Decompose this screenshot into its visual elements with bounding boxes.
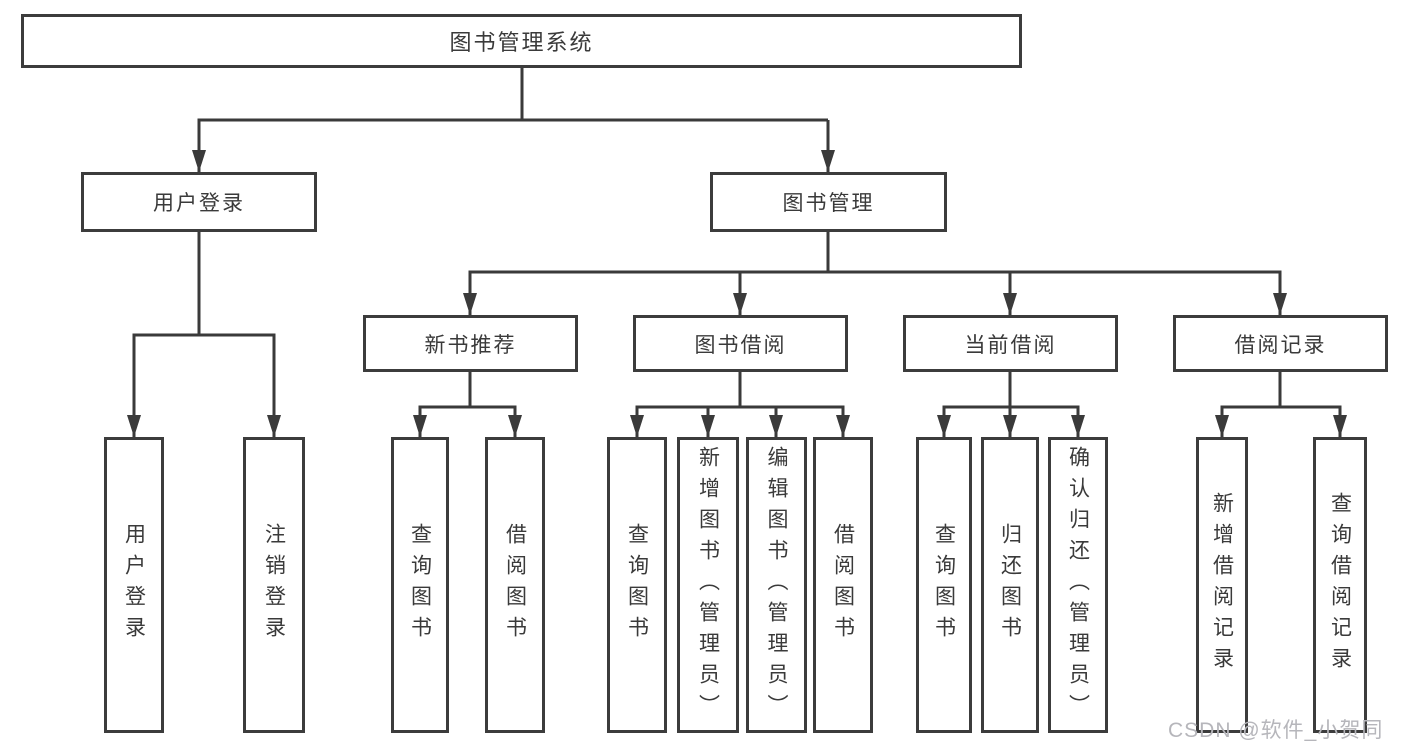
node-label: 图书借阅 bbox=[694, 333, 787, 357]
node-label: 用户登录 bbox=[153, 192, 245, 215]
leaf-borrow-books: 借阅图书 bbox=[813, 437, 873, 733]
leaf-label: 新增图书（管理员） bbox=[696, 445, 720, 725]
leaf-add-books-admin: 新增图书（管理员） bbox=[677, 437, 739, 733]
leaf-query-books-current: 查询图书 bbox=[916, 437, 972, 733]
leaf-edit-books-admin: 编辑图书（管理员） bbox=[746, 437, 807, 733]
node-user-login: 用户登录 bbox=[81, 172, 317, 232]
leaf-query-books-recommend: 查询图书 bbox=[391, 437, 449, 733]
leaf-label: 新增借阅记录 bbox=[1210, 492, 1234, 678]
leaf-label: 借阅图书 bbox=[503, 523, 527, 647]
node-label: 图书管理 bbox=[782, 192, 875, 215]
csdn-watermark: CSDN @软件_小贺同学 bbox=[1168, 719, 1384, 742]
leaf-label: 查询图书 bbox=[625, 523, 649, 647]
node-library-management-system: 图书管理系统 bbox=[21, 14, 1022, 68]
leaf-label: 编辑图书（管理员） bbox=[765, 445, 788, 725]
node-label: 图书管理系统 bbox=[449, 30, 594, 55]
leaf-label: 借阅图书 bbox=[831, 523, 855, 647]
node-book-borrow: 图书借阅 bbox=[633, 315, 848, 372]
leaf-user-login: 用户登录 bbox=[104, 437, 164, 733]
leaf-label: 查询图书 bbox=[408, 523, 432, 647]
node-label: 借阅记录 bbox=[1234, 333, 1327, 357]
leaf-logout: 注销登录 bbox=[243, 437, 305, 733]
node-book-management: 图书管理 bbox=[710, 172, 947, 232]
leaf-label: 确认归还（管理员） bbox=[1066, 445, 1090, 725]
node-current-borrow: 当前借阅 bbox=[903, 315, 1118, 372]
leaf-borrow-books-recommend: 借阅图书 bbox=[485, 437, 545, 733]
node-label: 当前借阅 bbox=[964, 333, 1057, 357]
leaf-query-books-borrow: 查询图书 bbox=[607, 437, 667, 733]
leaf-query-borrow-record: 查询借阅记录 bbox=[1313, 437, 1367, 733]
leaf-label: 用户登录 bbox=[122, 523, 146, 647]
leaf-add-borrow-record: 新增借阅记录 bbox=[1196, 437, 1248, 733]
leaf-return-books: 归还图书 bbox=[981, 437, 1039, 733]
leaf-label: 归还图书 bbox=[998, 523, 1022, 647]
leaf-label: 注销登录 bbox=[262, 523, 286, 647]
leaf-label: 查询借阅记录 bbox=[1328, 492, 1352, 678]
leaf-confirm-return-admin: 确认归还（管理员） bbox=[1048, 437, 1108, 733]
leaf-label: 查询图书 bbox=[932, 523, 956, 647]
node-new-book-recommend: 新书推荐 bbox=[363, 315, 578, 372]
node-borrow-record: 借阅记录 bbox=[1173, 315, 1388, 372]
node-label: 新书推荐 bbox=[424, 333, 517, 357]
